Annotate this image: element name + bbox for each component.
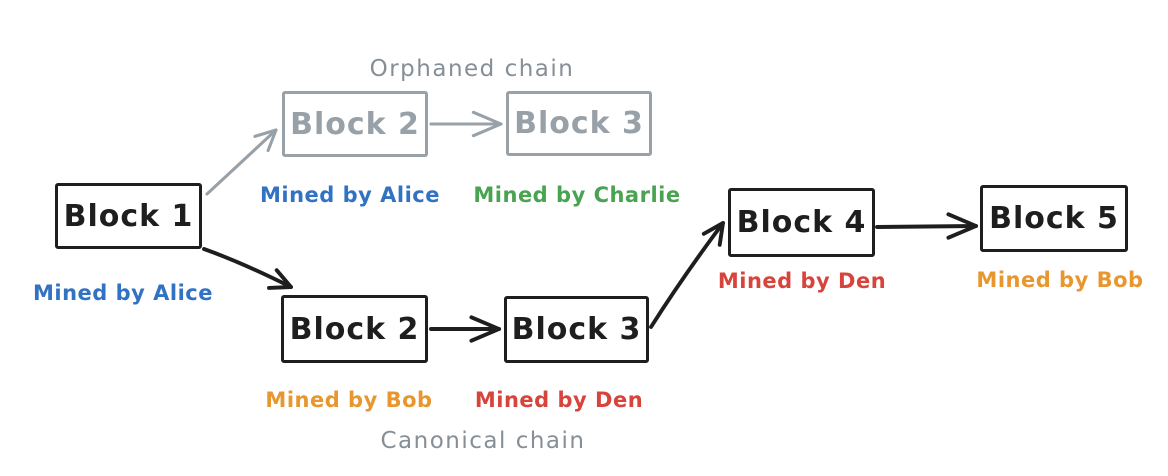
canonical-block2-box: Block 2 — [281, 295, 428, 363]
orphaned-block2-box: Block 2 — [282, 91, 428, 157]
arrow-block4-to-block5 — [875, 212, 978, 240]
canonical-chain-label: Canonical chain — [380, 428, 586, 454]
block4-label: Block 4 — [736, 205, 867, 240]
orphaned-block3-label: Block 3 — [514, 106, 644, 141]
orphaned-block3-miner-label: Mined by Charlie — [473, 183, 681, 207]
canonical-block2-miner-label: Mined by Bob — [265, 388, 433, 412]
orphaned-block2-miner-label: Mined by Alice — [259, 183, 441, 207]
arrow-block1-to-orphaned-block2 — [205, 128, 278, 196]
arrow-orphaned-block2-to-orphaned-block3 — [429, 110, 503, 138]
orphaned-block2-label: Block 2 — [290, 106, 420, 142]
block1-box: Block 1 — [55, 183, 202, 249]
arrow-canonical-block3-to-block4 — [649, 221, 725, 329]
block5-box: Block 5 — [980, 185, 1128, 252]
arrow-block1-to-canonical-block2 — [202, 247, 293, 290]
block1-miner-label: Mined by Alice — [32, 281, 214, 305]
canonical-block3-miner-label: Mined by Den — [474, 388, 644, 412]
block4-miner-label: Mined by Den — [717, 269, 887, 293]
arrow-canonical-block2-to-canonical-block3 — [429, 315, 501, 343]
canonical-block3-box: Block 3 — [504, 296, 649, 363]
canonical-block2-label: Block 2 — [289, 311, 420, 347]
block5-label: Block 5 — [989, 201, 1119, 236]
orphaned-block3-box: Block 3 — [506, 91, 652, 156]
block5-miner-label: Mined by Bob — [976, 268, 1144, 292]
canonical-block3-label: Block 3 — [511, 312, 642, 347]
block4-box: Block 4 — [728, 188, 875, 257]
orphaned-chain-label: Orphaned chain — [369, 56, 575, 82]
block1-label: Block 1 — [63, 198, 194, 234]
